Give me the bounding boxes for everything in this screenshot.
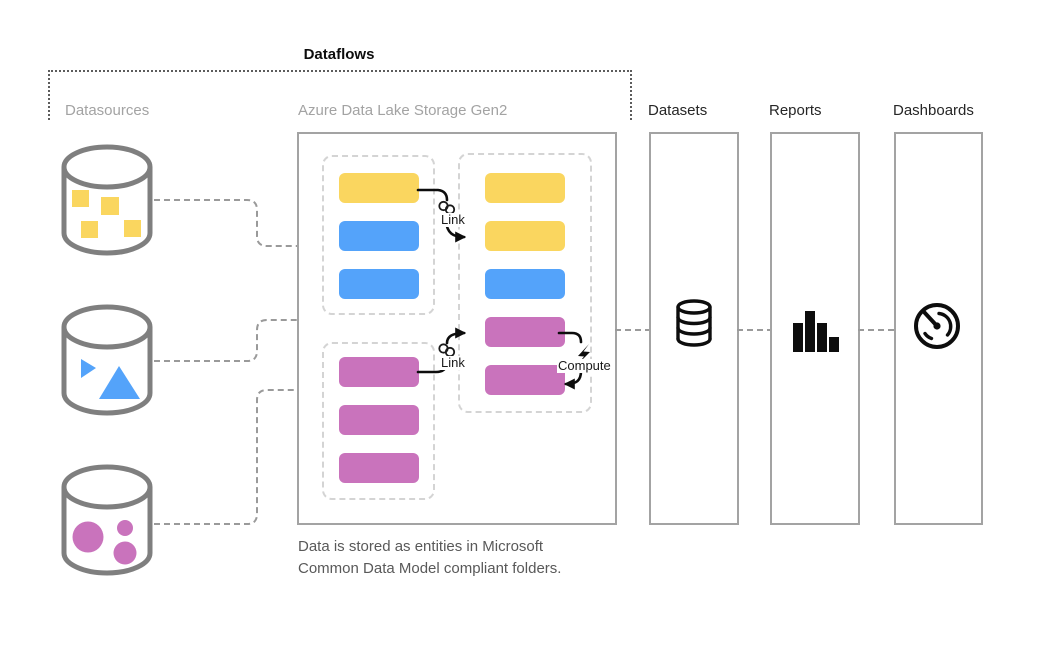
dashboards-gauge-icon (914, 303, 960, 349)
entity-bar-blue (485, 269, 565, 299)
blue-triangles (81, 359, 140, 399)
link1-label: Link (440, 212, 466, 227)
storage-group-left-bottom (322, 342, 435, 500)
entity-bar-pink (485, 365, 565, 395)
entity-bar-pink (338, 453, 419, 483)
entity-bar-blue (338, 269, 419, 299)
entity-bar-pink (338, 405, 419, 435)
datasources-label: Datasources (65, 102, 150, 119)
storage-group-right (458, 153, 592, 413)
compute-arrow-in (557, 331, 583, 344)
link1-arrow-in (416, 188, 449, 202)
connector-datasource3-storage (154, 389, 297, 525)
datasets-box (649, 132, 739, 525)
datasource-cylinder-circles (61, 464, 153, 576)
entity-bar-yellow (338, 173, 419, 203)
entity-bar-blue (338, 221, 419, 251)
entity-bar-pink (485, 317, 565, 347)
yellow-squares (72, 190, 141, 238)
compute-arrow-out (563, 369, 583, 390)
storage-caption-line1: Data is stored as entities in Microsoft (298, 538, 544, 555)
compute-lightning-icon (578, 344, 590, 364)
compute-label: Compute (557, 358, 612, 373)
entity-bar-pink (338, 357, 419, 387)
storage-caption: Data is stored as entities in Microsoft … (298, 536, 561, 580)
reports-bar-chart-icon (793, 311, 839, 352)
entity-bar-yellow (485, 173, 565, 203)
entity-bar-yellow (485, 221, 565, 251)
storage-group-left-top (322, 155, 435, 315)
storage-label: Azure Data Lake Storage Gen2 (298, 102, 508, 119)
connector-datasource1-storage (154, 199, 297, 247)
dataflows-title: Dataflows (303, 46, 375, 63)
dataflows-bracket-border (48, 70, 632, 120)
reports-label: Reports (769, 102, 822, 119)
dashboards-label: Dashboards (893, 102, 974, 119)
flow-arrows (416, 188, 583, 390)
link2-label: Link (440, 355, 466, 370)
dashed-connectors (154, 199, 894, 525)
connector-datasource2-storage (154, 319, 297, 362)
datasource-cylinder-squares (61, 144, 153, 256)
pink-circles (72, 520, 137, 565)
link2-arrow-out (445, 327, 467, 345)
storage-caption-line2: Common Data Model compliant folders. (298, 560, 562, 577)
datasource-cylinder-triangles (61, 304, 153, 416)
datasets-database-icon (676, 299, 712, 347)
datasets-label: Datasets (648, 102, 708, 119)
